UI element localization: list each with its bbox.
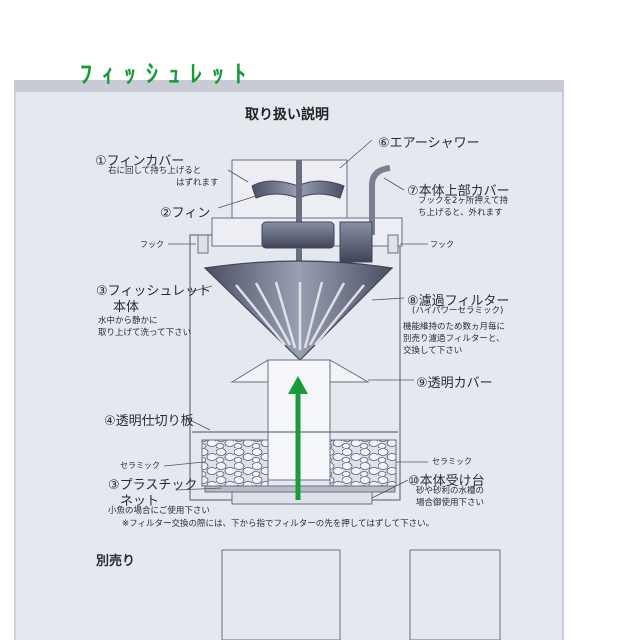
label-base: ⑩本体受け台 [408,474,485,489]
label-hook-right: フック [430,240,454,249]
label-body-1: ③フィッシュレット [96,284,212,299]
note-top-cover-2: ち上げると、外れます [418,208,503,218]
label-air-shower: ⑥エアーシャワー [378,136,480,151]
section-title: 取り扱い説明 [245,107,329,123]
panel-top-band [14,80,562,92]
panel-edge [562,80,564,640]
impeller-disc [261,221,335,249]
label-filter-sub: (ハイパワーセラミック) [412,306,504,316]
hook-left-shape [197,234,209,254]
fin-shaft [296,160,302,240]
label-divider: ④透明仕切り板 [104,414,194,429]
label-filter: ⑧濾過フィルター [407,294,510,309]
note-filter-1: 機能維持のため数ヵ月毎に [403,322,506,332]
brand-logo-partial: ﾌｨｯｼｭﾚｯﾄ [80,60,256,88]
note-top-cover-1: フックを2ヶ所押えて持 [418,196,508,206]
note-net: 小魚の場合にご使用下さい [108,506,210,516]
label-net-2: ネット [120,494,160,509]
ceramic-left-shape [201,439,269,487]
label-ceramic-left: セラミック [120,461,160,470]
bottom-box-2 [409,549,501,640]
note-filter-3: 交換して下さい [403,346,463,356]
ceramic-right-shape [329,439,397,487]
label-body-2: 本体 [113,300,140,315]
note-fin-cover-2: はずれます [176,178,219,188]
label-fin: ②フィン [160,206,211,221]
label-top-cover: ⑦本体上部カバー [407,184,510,199]
note-body-1: 水中から静かに [98,316,158,326]
note-base-1: 砂や砂利の水槽の [416,486,485,496]
bottom-box-1 [221,549,341,640]
note-body-2: 取り上げて洗って下さい [98,328,192,338]
label-hook-left: フック [140,240,164,249]
label-fin-cover: ①フィンカバー [95,154,185,169]
hook-right-shape [387,234,399,254]
label-sold-separately: 別売り [96,554,136,569]
filter-cone [203,260,394,361]
air-tube [369,165,391,235]
air-shower-block [339,221,373,263]
note-fin-cover-1: 右に回して持ち上げると [108,166,202,176]
label-net-1: ③プラスチック [108,478,198,493]
base-shape [231,491,373,505]
note-base-2: 場合御使用下さい [416,498,485,508]
footnote: ※フィルター交換の際には、下から指でフィルターの先を押してはずして下さい。 [122,519,435,529]
label-clear-cover: ⑨透明カバー [416,376,493,391]
label-ceramic-right: セラミック [432,457,472,466]
note-filter-2: 別売り濾過フィルターと、 [403,334,505,344]
